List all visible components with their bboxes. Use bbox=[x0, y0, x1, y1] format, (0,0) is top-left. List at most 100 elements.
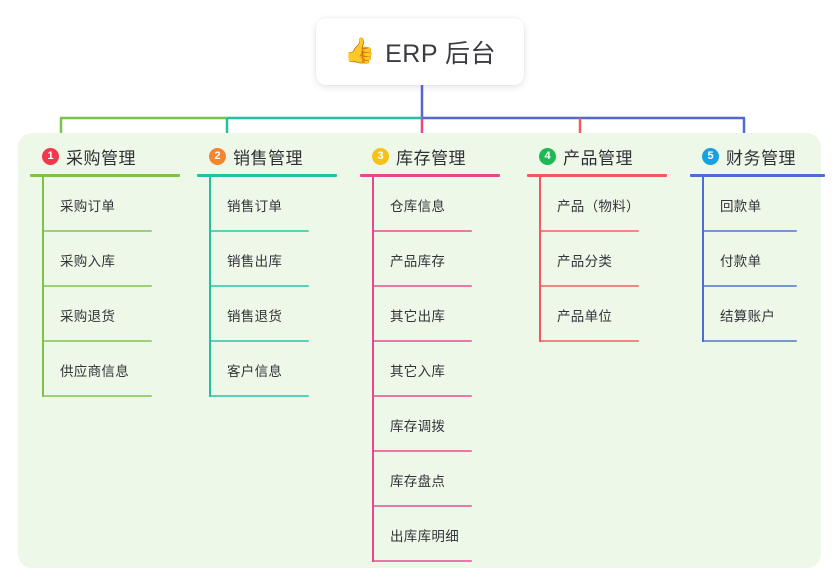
branch-item-label: 销售退货 bbox=[227, 309, 283, 324]
branch-item-underline bbox=[209, 230, 309, 232]
branch-item[interactable]: 销售出库 bbox=[197, 232, 337, 287]
branch-title: 库存管理 bbox=[396, 148, 466, 168]
branch-item-label: 结算账户 bbox=[720, 309, 776, 324]
branch-item[interactable]: 出库库明细 bbox=[360, 507, 500, 562]
branch-column-3: 3 库存管理仓库信息产品库存其它出库其它入库库存调拨库存盘点出库库明细 bbox=[360, 143, 500, 562]
branch-item[interactable]: 产品分类 bbox=[527, 232, 667, 287]
branch-title: 销售管理 bbox=[233, 148, 303, 168]
branch-item-underline bbox=[372, 340, 472, 342]
branch-item[interactable]: 结算账户 bbox=[690, 287, 825, 342]
branch-item[interactable]: 采购入库 bbox=[30, 232, 180, 287]
branches-panel: 1 采购管理采购订单采购入库采购退货供应商信息 2 销售管理销售订单销售出库销售退货客… bbox=[18, 133, 825, 568]
root-node[interactable]: 👍 ERP 后台 bbox=[316, 18, 524, 85]
branch-title: 产品管理 bbox=[563, 148, 633, 168]
branch-item[interactable]: 采购退货 bbox=[30, 287, 180, 342]
branch-item[interactable]: 销售订单 bbox=[197, 177, 337, 232]
branch-number-badge: 4 bbox=[539, 147, 556, 165]
thumbs-up-icon: 👍 bbox=[343, 37, 376, 65]
branch-items: 采购订单采购入库采购退货供应商信息 bbox=[30, 177, 180, 397]
branch-item-underline bbox=[372, 395, 472, 397]
branch-spine bbox=[539, 177, 541, 342]
branch-number-badge: 2 bbox=[209, 147, 226, 165]
branch-items: 回款单付款单结算账户 bbox=[690, 177, 825, 342]
branch-item-underline bbox=[209, 340, 309, 342]
branch-item[interactable]: 客户信息 bbox=[197, 342, 337, 397]
branch-item[interactable]: 付款单 bbox=[690, 232, 825, 287]
branch-item-underline bbox=[539, 340, 639, 342]
branch-column-1: 1 采购管理采购订单采购入库采购退货供应商信息 bbox=[30, 143, 180, 397]
branch-item-underline bbox=[42, 340, 152, 342]
branch-item[interactable]: 仓库信息 bbox=[360, 177, 500, 232]
branch-item-underline bbox=[372, 230, 472, 232]
branch-item[interactable]: 库存调拨 bbox=[360, 397, 500, 452]
branch-item[interactable]: 其它入库 bbox=[360, 342, 500, 397]
branch-items: 产品（物料） 产品分类产品单位 bbox=[527, 177, 667, 342]
branch-item-underline bbox=[372, 285, 472, 287]
branch-item-label: 客户信息 bbox=[227, 364, 283, 379]
branch-item-underline bbox=[42, 285, 152, 287]
branch-header-underline bbox=[30, 174, 180, 177]
branch-item-label: 采购退货 bbox=[60, 309, 116, 324]
branch-header-2[interactable]: 2 销售管理 bbox=[197, 143, 337, 169]
branch-number-badge: 3 bbox=[372, 147, 389, 165]
branch-item-underline bbox=[42, 395, 152, 397]
branch-spine bbox=[209, 177, 211, 397]
branch-item-label: 产品分类 bbox=[557, 254, 613, 269]
branch-item[interactable]: 产品库存 bbox=[360, 232, 500, 287]
branch-header-underline bbox=[690, 174, 825, 177]
branch-item-underline bbox=[702, 230, 797, 232]
branch-item-label: 库存盘点 bbox=[390, 474, 446, 489]
branch-column-2: 2 销售管理销售订单销售出库销售退货客户信息 bbox=[197, 143, 337, 397]
branch-item-label: 其它出库 bbox=[390, 309, 446, 324]
branch-item-label: 采购订单 bbox=[60, 199, 116, 214]
branch-items: 销售订单销售出库销售退货客户信息 bbox=[197, 177, 337, 397]
branch-item-underline bbox=[702, 285, 797, 287]
branch-header-3[interactable]: 3 库存管理 bbox=[360, 143, 500, 169]
branch-item[interactable]: 产品单位 bbox=[527, 287, 667, 342]
branch-item-label: 产品库存 bbox=[390, 254, 446, 269]
branch-item[interactable]: 其它出库 bbox=[360, 287, 500, 342]
branch-header-underline bbox=[197, 174, 337, 177]
branch-number-badge: 5 bbox=[702, 147, 719, 165]
branch-item[interactable]: 采购订单 bbox=[30, 177, 180, 232]
branch-item-underline bbox=[42, 230, 152, 232]
branch-column-4: 4 产品管理产品（物料） 产品分类产品单位 bbox=[527, 143, 667, 342]
branch-item-label: 付款单 bbox=[720, 254, 762, 269]
root-title: ERP 后台 bbox=[385, 39, 497, 68]
branch-spine bbox=[42, 177, 44, 397]
branch-item-label: 产品（物料） bbox=[557, 199, 640, 214]
branch-item-underline bbox=[539, 285, 639, 287]
branch-item-label: 产品单位 bbox=[557, 309, 613, 324]
branch-item[interactable]: 库存盘点 bbox=[360, 452, 500, 507]
branch-item[interactable]: 销售退货 bbox=[197, 287, 337, 342]
branch-item-underline bbox=[372, 560, 472, 562]
branch-item-label: 销售出库 bbox=[227, 254, 283, 269]
branch-number-badge: 1 bbox=[42, 147, 59, 165]
branch-item-underline bbox=[372, 450, 472, 452]
branch-header-4[interactable]: 4 产品管理 bbox=[527, 143, 667, 169]
branch-item-underline bbox=[372, 505, 472, 507]
branch-item-underline bbox=[539, 230, 639, 232]
branch-item-label: 库存调拨 bbox=[390, 419, 446, 434]
branch-item[interactable]: 供应商信息 bbox=[30, 342, 180, 397]
branch-header-underline bbox=[360, 174, 500, 177]
branch-header-1[interactable]: 1 采购管理 bbox=[30, 143, 180, 169]
branch-item-label: 采购入库 bbox=[60, 254, 116, 269]
branch-item-label: 其它入库 bbox=[390, 364, 446, 379]
branch-item-label: 出库库明细 bbox=[390, 529, 459, 544]
branch-title: 采购管理 bbox=[66, 148, 136, 168]
branch-spine bbox=[372, 177, 374, 562]
branch-item-label: 供应商信息 bbox=[60, 364, 129, 379]
branch-item[interactable]: 产品（物料） bbox=[527, 177, 667, 232]
branch-item-underline bbox=[209, 285, 309, 287]
branch-header-underline bbox=[527, 174, 667, 177]
branch-item[interactable]: 回款单 bbox=[690, 177, 825, 232]
branch-item-underline bbox=[702, 340, 797, 342]
branch-item-label: 仓库信息 bbox=[390, 199, 446, 214]
branch-spine bbox=[702, 177, 704, 342]
branch-items: 仓库信息产品库存其它出库其它入库库存调拨库存盘点出库库明细 bbox=[360, 177, 500, 562]
branch-item-underline bbox=[209, 395, 309, 397]
branch-item-label: 回款单 bbox=[720, 199, 762, 214]
